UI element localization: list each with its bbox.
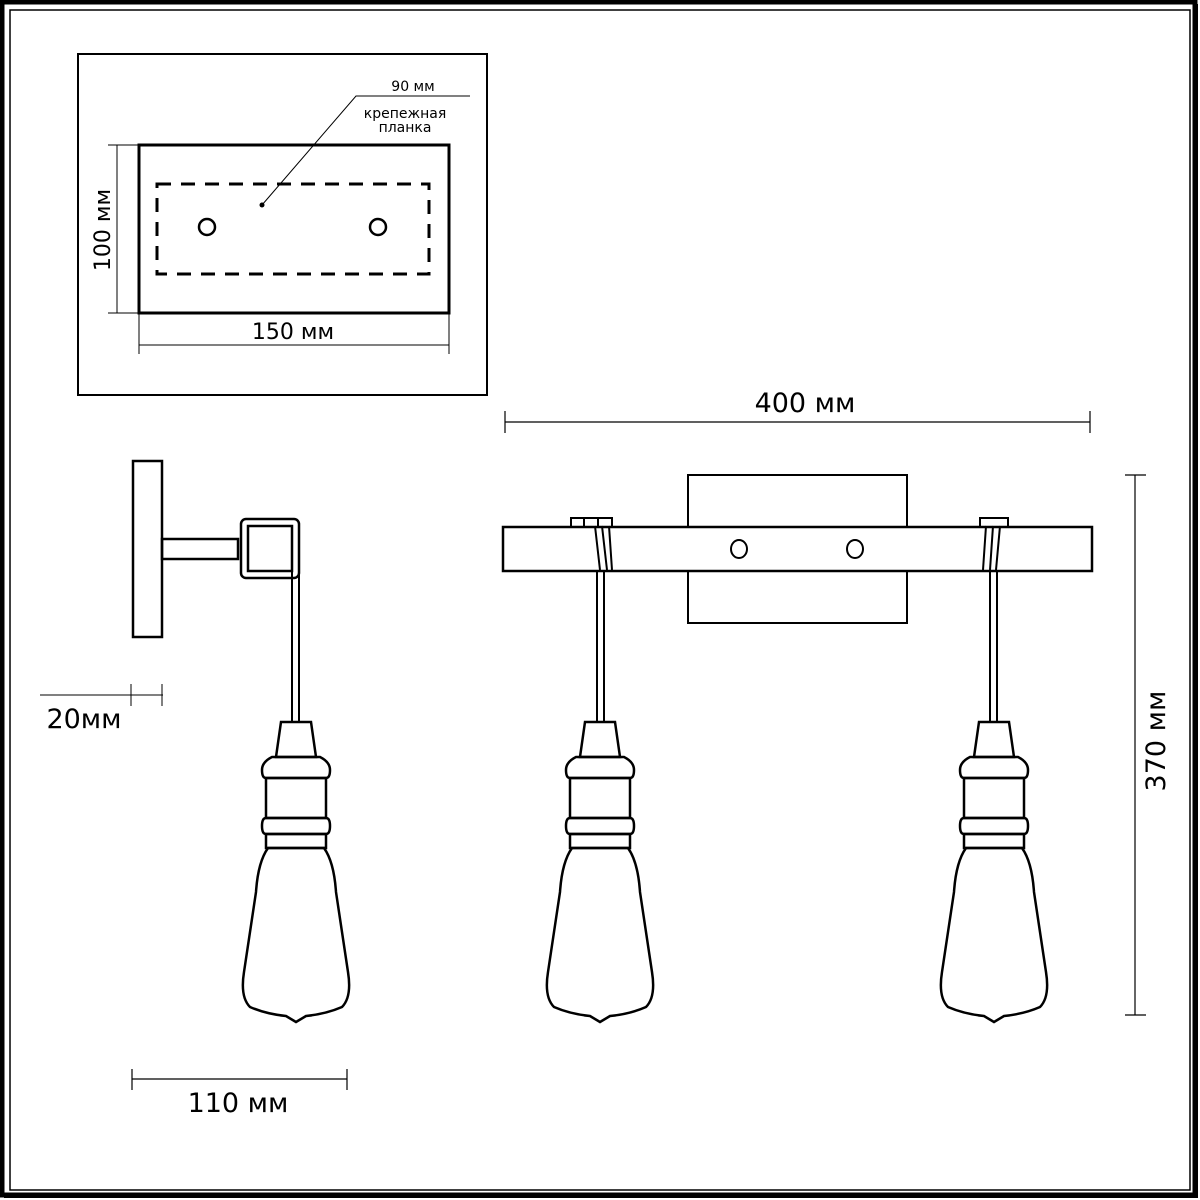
bar-screw-left bbox=[730, 539, 748, 559]
arm bbox=[160, 537, 240, 561]
clamp-inner bbox=[246, 524, 294, 573]
front-width-label: 400 мм bbox=[755, 388, 856, 419]
mounting-plate-inset bbox=[77, 53, 488, 396]
side-view bbox=[40, 459, 348, 1090]
front-view bbox=[501, 411, 1146, 1016]
side-view-bulb bbox=[241, 720, 351, 1024]
plate-height-label: 100 мм bbox=[91, 189, 116, 271]
front-height-label: 370 мм bbox=[1141, 691, 1172, 792]
mounting-bracket-outline bbox=[155, 182, 431, 276]
screw-hole-right bbox=[368, 217, 388, 237]
plate-width-label: 150 мм bbox=[252, 320, 334, 345]
bracket-length-label: 90 мм bbox=[391, 79, 434, 95]
bracket-caption-line2: планка bbox=[379, 120, 432, 136]
wall-depth-label: 20мм bbox=[46, 704, 121, 735]
wall-plate-side bbox=[131, 459, 164, 639]
front-view-bulb-right bbox=[939, 720, 1049, 1024]
crossbar bbox=[501, 525, 1094, 573]
projection-label: 110 мм bbox=[188, 1088, 289, 1119]
bracket-caption-line1: крепежная bbox=[364, 106, 447, 122]
bar-screw-right bbox=[846, 539, 864, 559]
front-view-bulb-left bbox=[545, 720, 655, 1024]
clamp-outer bbox=[239, 517, 301, 580]
screw-hole-left bbox=[197, 217, 217, 237]
leader-line bbox=[261, 95, 470, 206]
